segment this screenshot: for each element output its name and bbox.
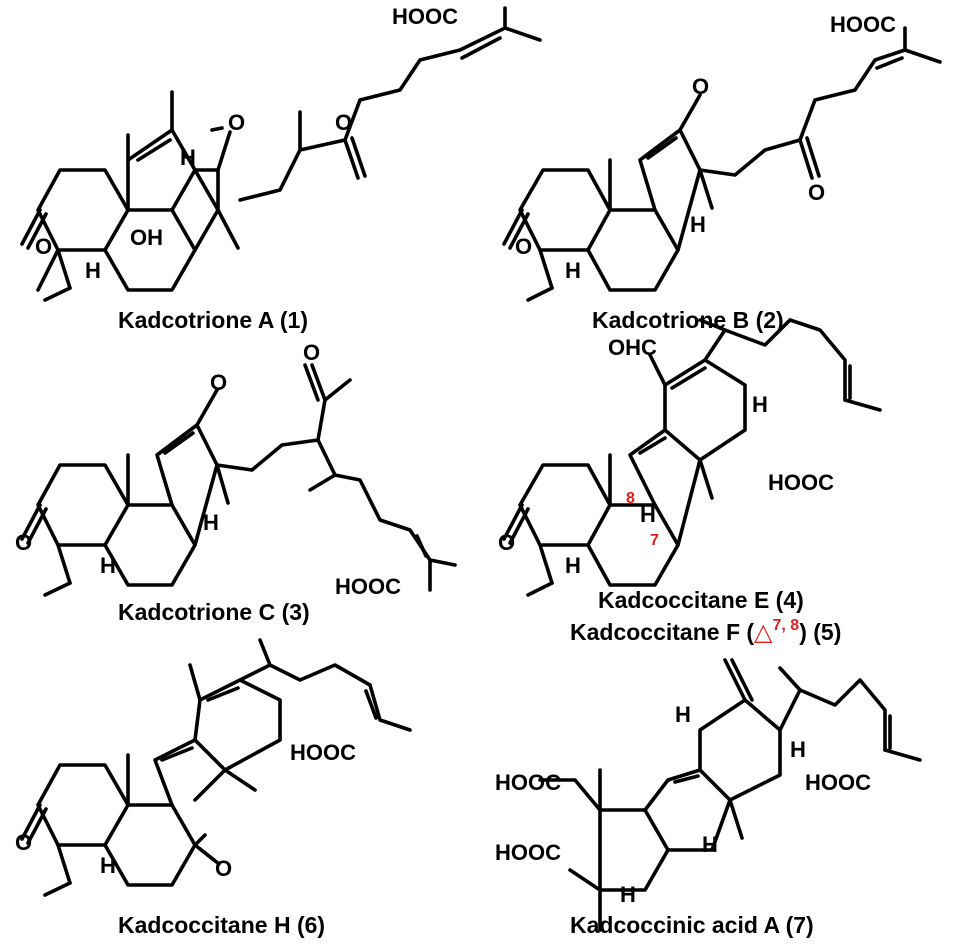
h-label-2a: H [565,258,581,283]
cho-label-4: OHC [608,335,657,360]
delta-symbol: △ [754,619,773,646]
h-label-4a: H [565,553,581,578]
h-label-3b: H [203,510,219,535]
enone-o-3: O [210,370,227,395]
caption-kadcotrione-b: Kadcotrione B (2) [592,307,784,333]
cooh-label-6: HOOC [290,740,356,765]
delta-superscript: 7, 8 [773,617,800,634]
structure-kadcoccitane-h [20,638,412,897]
h-label-2b: H [690,212,706,237]
ketone-side-o-2: O [808,180,825,205]
h-label-4c: H [752,392,768,417]
structure-kadcoccitane-e [502,318,882,597]
caption-kadcotrione-a: Kadcotrione A (1) [118,307,308,333]
h-label-4b: H [640,502,656,527]
structure-kadcotrione-c [20,363,457,597]
h-label-7d: H [620,882,636,907]
h-label-7b: H [790,737,806,762]
ketone-o-6b: O [215,856,232,881]
h-label-1b: H [85,258,101,283]
ketone-o-1: O [35,234,52,259]
ketone-o-4: O [498,530,515,555]
caption-kadcoccitane-e: Kadcoccitane E (4) [598,587,804,613]
caption-kadcotrione-c: Kadcotrione C (3) [118,599,310,625]
carbon-8-number: 8 [626,490,635,507]
h-label-6: H [100,853,116,878]
enone-o-2: O [692,74,709,99]
cooh-label-2: HOOC [830,12,896,37]
ketone-o-2: O [515,234,532,259]
caption-kadcoccinic-acid-a: Kadcoccinic acid A (7) [570,912,814,938]
carbon-7-number: 7 [650,532,659,549]
oh-label-1: OH [130,225,163,250]
caption-f-prefix: Kadcoccitane F ( [570,619,754,645]
ketone-o-3: O [15,530,32,555]
cooh-label-7a: HOOC [495,770,561,795]
structure-kadcotrione-a [20,6,542,302]
ketone-side-o-1: O [335,110,352,135]
h-label-3a: H [100,553,116,578]
h-label-7c: H [702,832,718,857]
h-label-7a: H [675,702,691,727]
structure-kadcotrione-b [502,26,942,302]
cooh-label-7b: HOOC [495,840,561,865]
caption-kadcoccitane-h: Kadcoccitane H (6) [118,912,325,938]
ketone-o-6a: O [15,830,32,855]
cooh-label-7c: HOOC [805,770,871,795]
cooh-label-1: HOOC [392,4,458,29]
cooh-label-3: HOOC [335,574,401,599]
enone-o-1: O [228,110,245,135]
structure-kadcoccinic-acid-a [538,658,922,932]
acetyl-o-3: O [303,340,320,365]
h-label-1a: H [180,145,196,170]
caption-f-suffix: ) (5) [799,619,841,645]
cooh-label-4: HOOC [768,470,834,495]
caption-kadcoccitane-f: Kadcoccitane F (△7, 8) (5) [570,617,841,646]
